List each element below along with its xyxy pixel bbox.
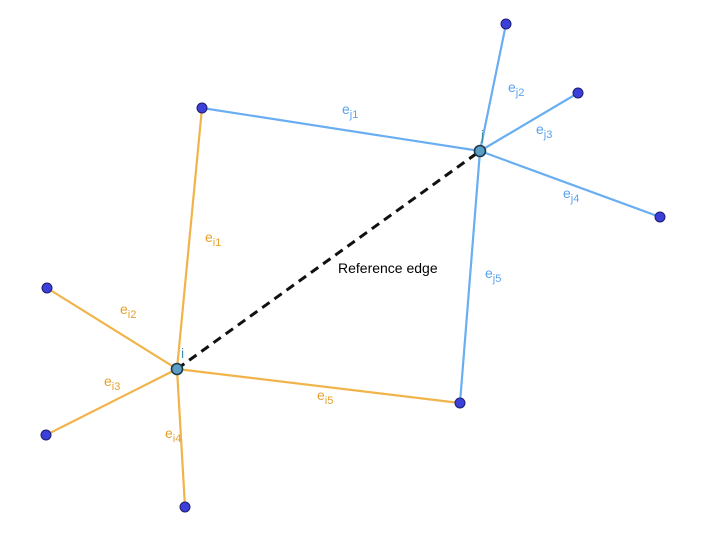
reference-edge-label: Reference edge — [338, 260, 438, 276]
edge-j5 — [458, 149, 482, 405]
edge-i1 — [175, 106, 204, 371]
node-j-label: j — [480, 127, 484, 143]
node-i-label: i — [181, 345, 184, 361]
reference-edge — [176, 149, 481, 371]
edge-j4 — [478, 149, 662, 219]
edge-j3-label: ej3 — [536, 121, 552, 141]
node-top-left — [196, 102, 208, 114]
node-top — [500, 18, 512, 30]
edges-of-node-j — [200, 22, 662, 405]
leaf-nodes — [40, 18, 666, 513]
edge-i2 — [45, 286, 179, 371]
edge-i1-label: ei1 — [205, 229, 221, 249]
edge-j5-label: ej5 — [485, 265, 501, 285]
node-left-lower — [40, 429, 52, 441]
node-bottom-right — [454, 397, 466, 409]
edge-i3 — [44, 367, 179, 437]
edge-j1 — [200, 106, 482, 153]
edge-i4 — [175, 367, 187, 509]
edge-j4-label: ej4 — [563, 185, 579, 205]
node-left-upper — [41, 282, 53, 294]
node-right-lower — [654, 211, 666, 223]
edges-of-node-i — [44, 106, 462, 509]
node-bottom — [179, 501, 191, 513]
node-j — [473, 144, 487, 158]
node-i — [170, 362, 184, 376]
edge-j2 — [478, 22, 508, 153]
edge-j2-label: ej2 — [508, 79, 524, 99]
edge-i3-label: ei3 — [104, 373, 120, 393]
edge-i5-label: ei5 — [317, 387, 333, 407]
node-right-upper — [572, 87, 584, 99]
edge-i2-label: ei2 — [120, 301, 136, 321]
edge-j3 — [478, 91, 580, 153]
edge-i4-label: ei4 — [165, 425, 181, 445]
edge-j1-label: ej1 — [342, 101, 358, 121]
edge-i5 — [175, 367, 462, 405]
